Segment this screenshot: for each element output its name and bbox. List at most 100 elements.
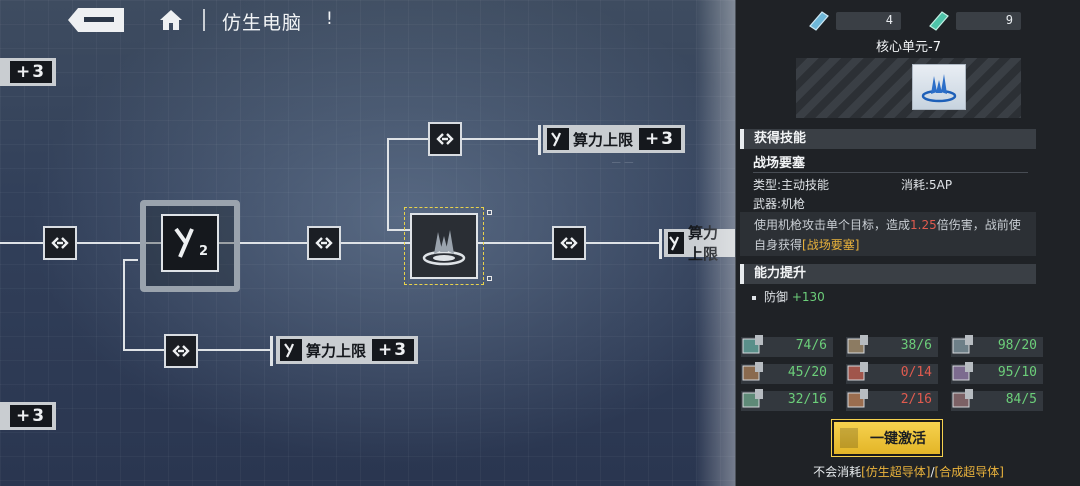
bonus-tag-upper[interactable]: 算力上限 +3 (543, 125, 686, 153)
chain-link-icon (315, 237, 333, 249)
material-amount: 84/5 (1006, 392, 1037, 407)
bonus-label: 算力上限 (573, 130, 634, 149)
tag-marker (538, 125, 541, 155)
material-slot[interactable]: 38/6 (846, 335, 938, 357)
skill-tree: 仿生电脑 ! +3 +3 2 (0, 0, 735, 486)
y-tier-icon (668, 232, 684, 254)
chain-link-icon (436, 133, 454, 145)
decor-code: —— —— (612, 158, 634, 166)
tag-marker (659, 229, 662, 259)
material-have: 84 (1005, 392, 1022, 407)
material-need: 5 (1029, 392, 1037, 407)
material-have: 74 (795, 338, 812, 353)
back-button[interactable] (68, 8, 124, 32)
crystal-blue-icon (809, 11, 829, 31)
material-icon (742, 362, 763, 381)
material-need: 20 (1021, 338, 1037, 353)
material-slash: / (908, 365, 917, 380)
buff-name: [战场要塞] (802, 238, 860, 252)
material-need: 20 (811, 365, 827, 380)
bonus-label: 算力上限 (688, 224, 719, 263)
material-icon (847, 335, 868, 354)
core-unit-name: 核心单元-7 (876, 40, 941, 55)
skill-cost: 消耗:5AP (901, 178, 953, 192)
link-node[interactable] (307, 226, 341, 260)
material-need: 10 (1021, 365, 1037, 380)
chain-link-icon (172, 345, 190, 357)
core-unit-node[interactable] (410, 213, 478, 279)
tree-links (0, 138, 660, 351)
link-node[interactable] (552, 226, 586, 260)
material-slot[interactable]: 95/10 (951, 362, 1043, 384)
material-slash: / (811, 338, 820, 353)
y-tier-icon (174, 227, 194, 258)
bonus-tag-lower[interactable]: 算力上限 +3 (276, 336, 419, 364)
link-node[interactable] (164, 334, 198, 368)
material-have: 2 (900, 392, 909, 407)
note-text: 不会消耗 (813, 465, 862, 479)
bonus-tag-upper-left[interactable]: +3 (0, 58, 57, 86)
bonus-value: +3 (10, 61, 53, 83)
material-have: 98 (997, 338, 1014, 353)
home-icon[interactable] (158, 8, 184, 32)
activate-label: 一键激活 (870, 431, 926, 447)
selection-corner (487, 210, 492, 215)
button-stripe (840, 428, 858, 448)
tier-number: 2 (199, 244, 209, 259)
material-amount: 0/14 (901, 365, 932, 380)
stat-bonus: 防御 +130 (752, 288, 825, 305)
material-have: 32 (787, 392, 804, 407)
material-amount: 74/6 (796, 338, 827, 353)
link-node[interactable] (43, 226, 77, 260)
consumption-note: 不会消耗[仿生超导体]/[合成超导体] (736, 463, 1080, 480)
link-node[interactable] (428, 122, 462, 156)
damage-multiplier: 1.25 (910, 218, 937, 232)
skill-name: 战场要塞 (753, 156, 806, 171)
material-slot[interactable]: 32/16 (741, 389, 833, 411)
y-tier-icon (280, 339, 302, 361)
skill-description: 使用机枪攻击单个目标，造成1.25倍伤害，战前使自身获得[战场要塞] (740, 212, 1036, 256)
material-amount: 45/20 (788, 365, 827, 380)
material-slot[interactable]: 2/16 (846, 389, 938, 411)
selection-corner (487, 276, 492, 281)
selection-frame (404, 207, 484, 285)
material-have: 0 (900, 365, 909, 380)
resource-chip: 4 (836, 12, 901, 30)
core-preview (796, 58, 1021, 118)
activate-all-button[interactable]: 一键激活 (832, 420, 942, 456)
stat-value: +130 (791, 290, 825, 304)
resource-chip: 9 (956, 12, 1021, 30)
skill-type: 类型:主动技能 (753, 178, 830, 192)
title-separator (203, 9, 205, 31)
title-alert-mark: ! (326, 9, 333, 29)
material-slot[interactable]: 98/20 (951, 335, 1043, 357)
material-amount: 98/20 (998, 338, 1037, 353)
material-slot[interactable]: 45/20 (741, 362, 833, 384)
material-slot[interactable]: 0/14 (846, 362, 938, 384)
skill-weapon: 武器:机枪 (753, 197, 806, 211)
resource-count: 4 (885, 13, 893, 27)
desc-text: 使用机枪攻击单个目标，造成 (754, 218, 911, 232)
page-title: 仿生电脑 (222, 12, 303, 34)
material-slash: / (1013, 365, 1022, 380)
main-tier-node[interactable]: 2 (161, 214, 219, 272)
material-have: 45 (787, 365, 804, 380)
material-have: 95 (997, 365, 1014, 380)
bonus-label: 算力上限 (306, 341, 367, 360)
material-need: 16 (811, 392, 827, 407)
material-slot[interactable]: 74/6 (741, 335, 833, 357)
material-need: 16 (916, 392, 932, 407)
fortress-skill-icon (912, 64, 966, 110)
material-slot[interactable]: 84/5 (951, 389, 1043, 411)
top-bar: 仿生电脑 ! (0, 0, 735, 42)
material-need: 6 (819, 338, 827, 353)
material-slash: / (1013, 338, 1022, 353)
fortress-skill-icon (422, 230, 466, 266)
bonus-tag-right[interactable]: 算力上限 (664, 224, 735, 263)
skill-section-header: 获得技能 (740, 129, 1036, 149)
bonus-value: +3 (639, 128, 682, 150)
desc-text: 倍伤害，战前使自身获得 (754, 218, 1021, 252)
material-have: 38 (900, 338, 917, 353)
crystal-teal-icon (929, 11, 949, 31)
bonus-tag-lower-left[interactable]: +3 (0, 402, 57, 430)
